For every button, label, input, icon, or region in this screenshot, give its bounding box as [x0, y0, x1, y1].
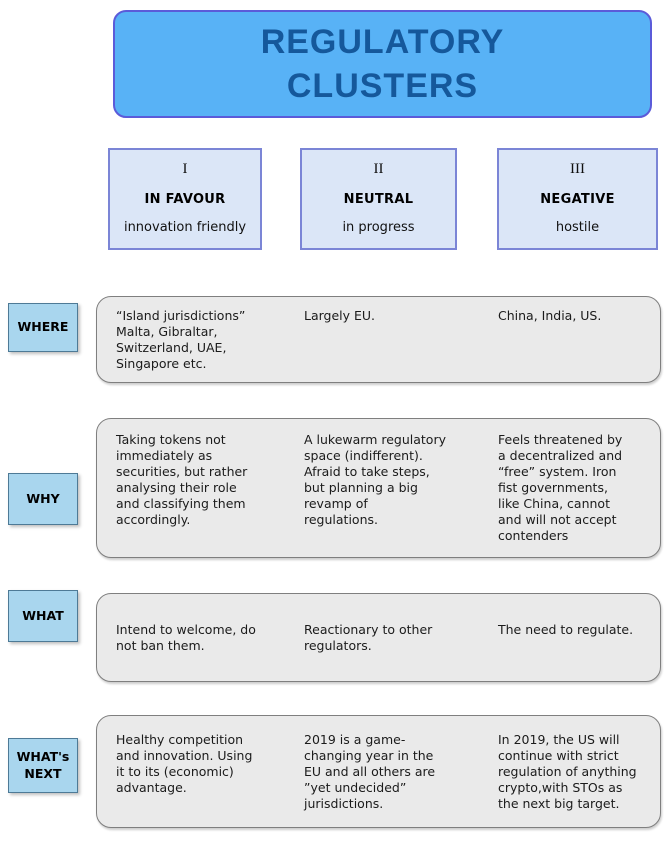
where-neutral-cell: Largely EU.: [304, 307, 376, 323]
why-neutral-cell: A lukewarm regulatory space (indifferent…: [304, 432, 446, 527]
page-title: REGULATORY CLUSTERS: [260, 22, 505, 105]
where-content-box: “Island jurisdictions” Malta, Gibraltar,…: [96, 296, 661, 383]
column-numeral-1: I: [182, 161, 188, 177]
row-label-whats-next: WHAT's NEXT: [8, 738, 78, 793]
column-header-negative: III NEGATIVE hostile: [497, 148, 658, 250]
why-negative-cell: Feels threatened by a decentralized and …: [498, 432, 623, 543]
where-negative-cell: China, India, US.: [498, 307, 602, 323]
column-name-in-favour: IN FAVOUR: [144, 191, 226, 207]
why-content-box: Taking tokens not immediately as securit…: [96, 418, 661, 558]
column-header-in-favour: I IN FAVOUR innovation friendly: [108, 148, 262, 250]
column-numeral-3: III: [570, 161, 585, 177]
column-numeral-2: II: [373, 161, 384, 177]
row-label-what: WHAT: [8, 590, 78, 642]
what-content-box: Intend to welcome, do not ban them. Reac…: [96, 593, 661, 682]
title-banner: REGULATORY CLUSTERS: [113, 10, 652, 118]
whats-next-row-grid: Healthy competition and innovation. Usin…: [97, 732, 660, 812]
why-row-grid: Taking tokens not immediately as securit…: [97, 432, 660, 544]
what-row-grid: Intend to welcome, do not ban them. Reac…: [97, 622, 660, 654]
whats-next-neutral-cell: 2019 is a game- changing year in the EU …: [304, 731, 436, 811]
what-neutral-cell: Reactionary to other regulators.: [304, 621, 433, 653]
column-subtitle-in-favour: innovation friendly: [123, 220, 247, 235]
column-header-neutral: II NEUTRAL in progress: [300, 148, 457, 250]
whats-next-in-favour-cell: Healthy competition and innovation. Usin…: [116, 731, 253, 795]
column-name-neutral: NEUTRAL: [343, 191, 414, 207]
row-label-where: WHERE: [8, 303, 78, 352]
row-label-why: WHY: [8, 473, 78, 525]
why-in-favour-cell: Taking tokens not immediately as securit…: [116, 432, 248, 527]
column-subtitle-negative: hostile: [555, 220, 600, 235]
whats-next-content-box: Healthy competition and innovation. Usin…: [96, 715, 661, 828]
column-subtitle-neutral: in progress: [342, 220, 415, 235]
what-in-favour-cell: Intend to welcome, do not ban them.: [116, 621, 256, 653]
what-negative-cell: The need to regulate.: [498, 621, 634, 637]
where-in-favour-cell: “Island jurisdictions” Malta, Gibraltar,…: [116, 307, 246, 371]
column-name-negative: NEGATIVE: [540, 191, 615, 207]
whats-next-negative-cell: In 2019, the US will continue with stric…: [498, 731, 637, 811]
where-row-grid: “Island jurisdictions” Malta, Gibraltar,…: [97, 308, 660, 372]
